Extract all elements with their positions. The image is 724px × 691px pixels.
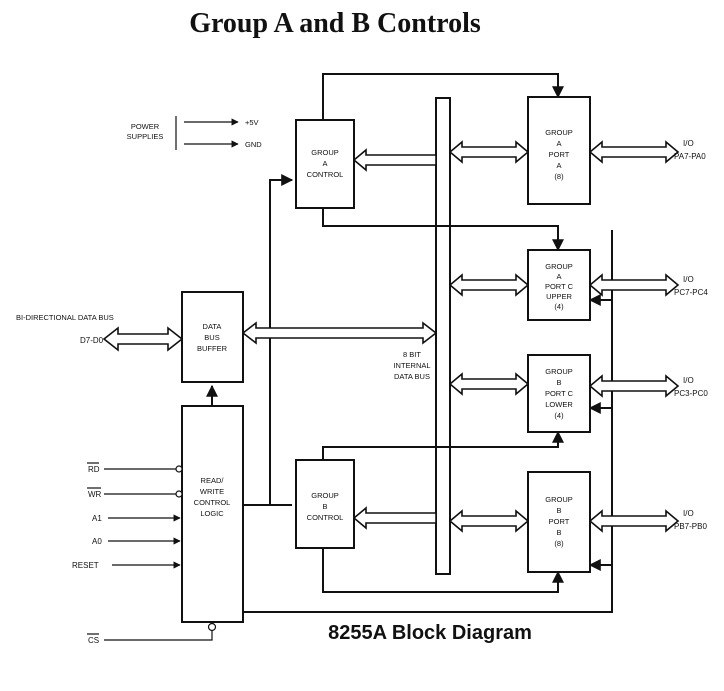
wire-bottom-feedback [243,230,613,613]
diagram-caption: 8255A Block Diagram [328,622,532,644]
block-text: A [556,272,561,281]
io-port-a-top: I/O [683,139,694,148]
block-text: B [322,502,327,511]
block-text: PORT [549,150,570,159]
block-text: B [556,506,561,515]
block-text: GROUP [545,128,573,137]
internal-bus-label-line1: 8 BIT [403,350,421,359]
a-control-bus-arrow [352,148,437,172]
block-text: B [556,378,561,387]
block-text: GROUP [311,148,339,157]
block-text: A [556,161,561,170]
block-text: BUS [204,333,219,342]
signal-rd-label: RD [88,465,100,474]
block-text: DATA [203,322,222,331]
block-text: A [322,159,327,168]
port-b-block: GROUP B PORT B (8) [527,471,591,573]
block-text: CONTROL [307,170,344,179]
group-b-control-block: GROUP B CONTROL [295,459,355,549]
wire-b-control-to-port-b [322,548,564,593]
signal-a1-label: A1 [92,514,102,523]
io-port-b-bottom: PB7-PB0 [674,522,707,531]
block-text: PORT C [545,389,574,398]
signal-rd-bubble [175,465,183,473]
block-text: GROUP [545,262,573,271]
wire-a-control-to-port-a [322,73,564,120]
io-pc-lower-bottom: PC3-PC0 [674,389,708,398]
port-a-io-arrow [588,140,680,164]
power-supplies: POWER SUPPLIES +5V GND [127,116,262,150]
signal-reset-label: RESET [72,561,99,570]
buffer-to-internal-bus-arrow [241,321,438,345]
wire-rw-to-a [269,174,294,505]
b-control-bus-arrow [352,506,437,530]
pc-upper-io-arrow [588,273,680,297]
gnd-label: GND [245,140,262,149]
block-text: WRITE [200,487,224,496]
port-c-upper-block: GROUP A PORT C UPPER (4) [527,249,591,321]
signal-wr-label: WR [88,490,102,499]
port-b-io-arrow [588,509,680,533]
io-pc-upper-top: I/O [683,275,694,284]
block-text: B [556,528,561,537]
block-text: PORT C [545,282,574,291]
block-text: (8) [554,172,564,181]
block-text: GROUP [545,367,573,376]
block-text: CONTROL [194,498,231,507]
bus-arrows [102,140,680,533]
signal-cs-wire [104,631,213,641]
block-text: A [556,139,561,148]
block-text: PORT [549,517,570,526]
vcc-label: +5V [245,118,259,127]
signal-wr-bubble [175,490,183,498]
block-text: GROUP [545,495,573,504]
io-pc-lower-top: I/O [683,376,694,385]
port-c-lower-block: GROUP B PORT C LOWER (4) [527,354,591,433]
block-text: (4) [554,411,564,420]
block-text: CONTROL [307,513,344,522]
wire-a-control-to-pc-upper [322,208,564,252]
io-port-b-top: I/O [683,509,694,518]
block-text: LOWER [545,400,573,409]
rw-control-logic-block: READ/ WRITE CONTROL LOGIC [181,405,244,623]
power-label-line1: POWER [131,122,160,131]
port-a-block: GROUP A PORT A (8) [527,96,591,205]
internal-data-bus [435,97,451,575]
group-a-control-block: GROUP A CONTROL [295,119,355,209]
signal-a0-label: A0 [92,537,102,546]
bus-port-a-arrow [448,140,530,164]
external-data-bus-arrow [102,326,184,352]
control-wiring [206,73,613,613]
block-text: (4) [554,302,564,311]
data-bus-buffer-block: DATA BUS BUFFER [181,291,244,383]
block-text: (8) [554,539,564,548]
page-title: Group A and B Controls [189,8,481,39]
block-text: BUFFER [197,344,228,353]
block-text: UPPER [546,292,572,301]
control-signals: RD WR A1 A0 RESET CS [72,462,217,645]
data-bus-pins: D7-D0 [80,336,104,345]
bus-port-b-arrow [448,509,530,533]
block-text: READ/ [201,476,225,485]
block-text: LOGIC [200,509,224,518]
wire-b-control-to-pc-lower [322,430,564,460]
power-label-line2: SUPPLIES [127,132,164,141]
io-labels: I/O PA7-PA0 I/O PC7-PC4 I/O PC3-PC0 I/O … [674,139,708,531]
pc-lower-io-arrow [588,374,680,398]
block-text: GROUP [311,491,339,500]
internal-bus-label-line2: INTERNAL [393,361,430,370]
io-pc-upper-bottom: PC7-PC4 [674,288,708,297]
signal-cs-bubble [207,622,217,632]
signal-cs-label: CS [88,636,99,645]
internal-bus-label-line3: DATA BUS [394,372,430,381]
bus-pc-lower-arrow [448,372,530,396]
bus-pc-upper-arrow [448,273,530,297]
data-bus-label: BI-DIRECTIONAL DATA BUS [16,313,114,322]
io-port-a-bottom: PA7-PA0 [674,152,706,161]
